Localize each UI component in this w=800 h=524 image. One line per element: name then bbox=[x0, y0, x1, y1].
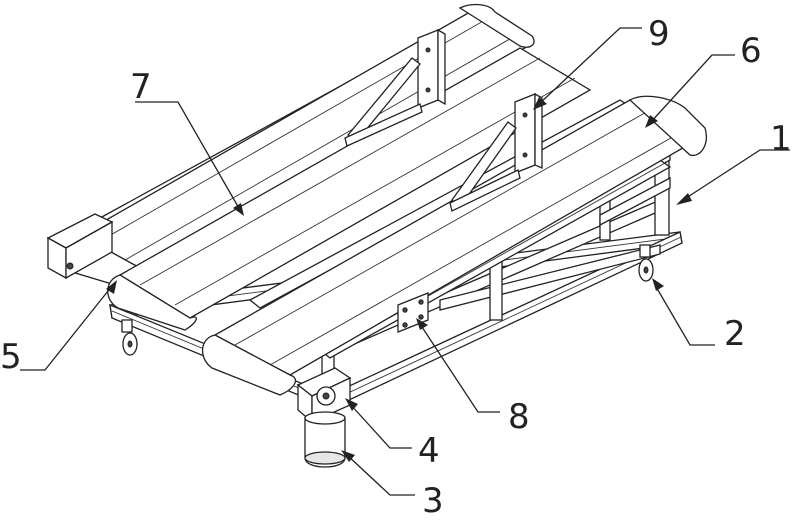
gearbox-shaft bbox=[322, 392, 330, 400]
end-housing-bolt bbox=[66, 262, 74, 270]
callout-3: 3 bbox=[422, 481, 444, 521]
mount-plate-hole-4 bbox=[418, 314, 424, 320]
arrowhead-5 bbox=[106, 280, 117, 294]
caster-left-hub bbox=[127, 340, 133, 348]
bracket-front-bolt-1 bbox=[522, 112, 528, 118]
arrowhead-1 bbox=[676, 193, 692, 205]
leader-9 bbox=[537, 27, 642, 106]
bracket-front-post bbox=[514, 93, 536, 174]
bracket-front-foot bbox=[449, 169, 521, 212]
belt-front-far-roller bbox=[628, 95, 707, 157]
arrowhead-3 bbox=[341, 450, 355, 462]
arrowhead-6 bbox=[645, 115, 658, 128]
motor-top-edge bbox=[304, 411, 346, 425]
leader-7 bbox=[135, 101, 241, 211]
caster-left bbox=[121, 319, 138, 356]
arrowhead-7 bbox=[233, 203, 244, 216]
bracket-front-post-side bbox=[534, 92, 543, 169]
leader-1 bbox=[679, 149, 790, 203]
right-cross-2 bbox=[599, 176, 671, 227]
leader-3 bbox=[346, 454, 415, 496]
leader-2 bbox=[654, 284, 715, 346]
bracket-back-bolt-1 bbox=[425, 47, 431, 53]
end-housing-side bbox=[65, 220, 113, 280]
callout-labels: 1 2 3 4 5 6 7 8 9 bbox=[0, 14, 792, 521]
bracket-back-post bbox=[417, 29, 439, 109]
motor-assembly bbox=[296, 367, 352, 468]
arrowhead-8 bbox=[416, 318, 428, 330]
leader-6 bbox=[649, 54, 735, 124]
arrowhead-9 bbox=[533, 97, 547, 110]
belt-front bbox=[201, 95, 707, 396]
leader-5 bbox=[20, 285, 113, 371]
callout-6: 6 bbox=[740, 31, 762, 71]
belt-back-far-roller bbox=[458, 3, 535, 48]
callout-9: 9 bbox=[648, 14, 670, 54]
bracket-back-bolt-2 bbox=[425, 87, 431, 93]
mount-plate-hole-3 bbox=[402, 322, 408, 328]
callout-7: 7 bbox=[130, 67, 152, 107]
bracket-back-post-side bbox=[437, 28, 446, 106]
bracket-front-bolt-2 bbox=[522, 152, 528, 158]
mount-plate-hole-2 bbox=[418, 299, 424, 305]
caster-right-hub bbox=[643, 266, 649, 274]
leaders bbox=[20, 27, 790, 496]
leader-4 bbox=[349, 403, 412, 449]
mount-plate-hole-1 bbox=[402, 307, 408, 313]
caster-right-mount bbox=[639, 244, 651, 258]
caster-left-mount bbox=[121, 319, 133, 333]
bracket-back-foot bbox=[344, 103, 423, 147]
belt-middle-near-roller bbox=[107, 274, 197, 331]
arrowhead-4 bbox=[345, 398, 358, 411]
leader-8 bbox=[419, 323, 500, 413]
caster-right bbox=[638, 244, 654, 282]
motor-bottom bbox=[304, 451, 346, 465]
callout-2: 2 bbox=[724, 314, 746, 354]
bracket-front bbox=[449, 92, 543, 212]
callout-8: 8 bbox=[508, 397, 530, 437]
arrowhead-2 bbox=[652, 278, 664, 291]
belt-front-near-roller bbox=[201, 334, 297, 396]
callout-1: 1 bbox=[770, 119, 792, 159]
callout-5: 5 bbox=[0, 337, 22, 377]
callout-4: 4 bbox=[418, 431, 440, 471]
bracket-back bbox=[344, 28, 446, 147]
